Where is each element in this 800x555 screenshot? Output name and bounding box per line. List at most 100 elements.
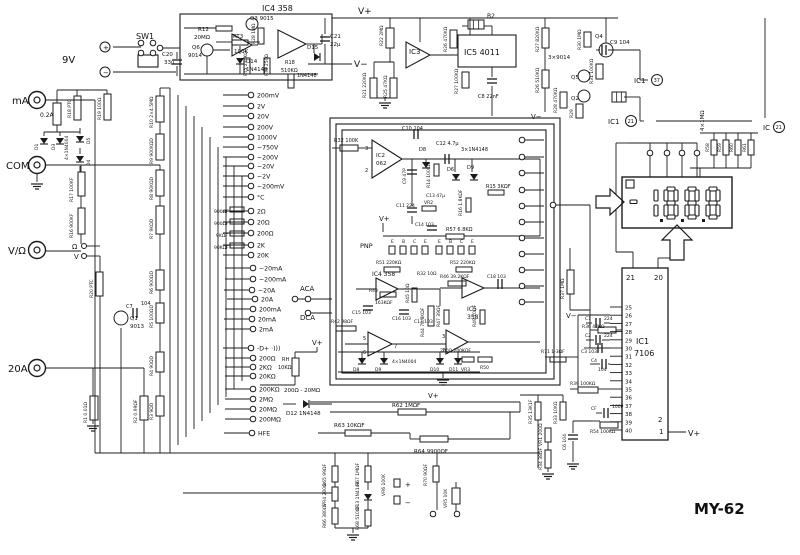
ic1-pin-number: 27 — [625, 322, 632, 328]
component-label: IC4 358 — [262, 4, 293, 13]
resistor — [229, 242, 245, 249]
component-label: C16 103 — [392, 316, 411, 322]
component-label: C21 — [330, 34, 341, 40]
resistor — [597, 326, 617, 334]
opamp-icon — [375, 277, 400, 301]
switch-contact — [247, 123, 255, 131]
switch-contact — [247, 193, 255, 201]
ic1-pin-number: 26 — [625, 314, 632, 320]
resistor — [155, 205, 165, 235]
resistor — [77, 207, 86, 235]
signal-arrow-icon — [595, 187, 625, 217]
resistor — [566, 269, 575, 295]
switch-contact — [518, 153, 526, 161]
input-terminal — [33, 364, 41, 372]
component-label: R18 PTC — [67, 99, 73, 118]
resistor — [257, 27, 265, 45]
pin-badge — [773, 121, 785, 133]
circuit-box — [137, 54, 159, 68]
lcd-dot — [702, 219, 705, 222]
component-label: B2 — [487, 13, 495, 20]
switch-contact — [247, 133, 255, 141]
circuit-box — [457, 34, 517, 68]
socket-contact — [410, 245, 418, 255]
range-label: 20A — [261, 297, 274, 304]
opamp-icon — [405, 41, 432, 69]
component-label: R7 9KΩD — [149, 218, 155, 239]
component-label: 3×9014 — [548, 55, 571, 61]
component-label: C14 103 — [415, 222, 434, 228]
component-label: R61 — [742, 143, 748, 152]
switch-contact — [304, 295, 312, 303]
component-label: R34 38ΩF — [538, 448, 544, 470]
component-label: V− — [531, 113, 542, 121]
switch-contact — [149, 39, 157, 47]
lcd-segment — [715, 189, 721, 202]
component-label: C20 — [162, 52, 173, 58]
lcd-segment — [708, 186, 718, 192]
switch-contact — [248, 315, 256, 323]
range-label: 20MΩ — [259, 407, 277, 414]
component-label: R39 100KΩ — [570, 381, 596, 387]
component-label: R44 78.8KΩF — [420, 307, 426, 337]
component-label: R43 — [369, 288, 378, 294]
component-label: C3 103 — [581, 349, 597, 355]
resistor — [73, 95, 82, 121]
component-label: C6 104 — [562, 434, 568, 450]
component-label: D13 1N4148 — [355, 482, 361, 510]
component-label: D8 — [419, 147, 426, 153]
resistor — [229, 218, 245, 225]
model-label: MY-62 — [694, 500, 745, 518]
crystal-icon — [611, 91, 627, 103]
resistor — [549, 356, 567, 363]
switch-contact — [249, 385, 257, 393]
diode-icon — [454, 358, 462, 364]
transistor-icon — [598, 42, 614, 58]
component-label: R63 10KΩF — [334, 423, 365, 429]
component-label: R15 3KΩF — [486, 184, 511, 190]
component-label: V− — [354, 60, 368, 70]
resistor — [544, 427, 552, 443]
diode-icon — [303, 400, 309, 408]
range-label: ~200mA — [259, 277, 287, 284]
resistor — [263, 57, 271, 75]
switch-contact — [247, 112, 255, 120]
resistor — [433, 163, 440, 177]
component-label: 1N4148 — [297, 73, 317, 79]
lcd-segment — [705, 189, 711, 202]
component-label: D5 — [86, 138, 92, 144]
range-label: 200Ω — [257, 231, 274, 238]
switch-contact — [247, 102, 255, 110]
opamp-icon — [445, 329, 470, 355]
ic1-pin-number: 36 — [625, 396, 632, 402]
component-label: R50 — [480, 365, 489, 371]
ic-ref-label: IC1 — [608, 118, 619, 126]
component-label: 3×1N4148 — [461, 147, 488, 153]
terminal-label: COM — [6, 161, 29, 172]
component-label: + — [103, 44, 109, 52]
resistor — [139, 395, 149, 421]
component-label: IC5 4011 — [464, 48, 500, 57]
component-label: R20 PTC — [89, 279, 95, 298]
diode-icon — [56, 138, 64, 144]
component-label: R27 100KΩ — [454, 68, 460, 94]
resistor — [487, 189, 505, 196]
component-label: 20 — [654, 274, 663, 282]
transistor-icon — [200, 43, 214, 57]
ic1-pin-number: 31 — [625, 355, 632, 361]
lcd-segment — [673, 204, 679, 217]
switch-contact — [247, 153, 255, 161]
component-label: 4×1N4004 — [64, 136, 70, 160]
input-terminal — [27, 155, 47, 175]
switch-contact — [549, 201, 557, 209]
component-label: 200Ω - 20MΩ — [284, 388, 320, 394]
range-label: 20Ω — [257, 220, 270, 227]
component-label: C9 47P — [402, 168, 408, 184]
switch-contact — [249, 372, 257, 380]
component-label: 100K — [234, 49, 248, 55]
component-label: 90KΩF — [214, 245, 229, 251]
component-label: R65 99ΩF — [322, 464, 328, 486]
lcd-segment — [687, 200, 697, 206]
switch-contact — [99, 66, 111, 78]
ic1-pin-number: 37 — [625, 404, 632, 410]
